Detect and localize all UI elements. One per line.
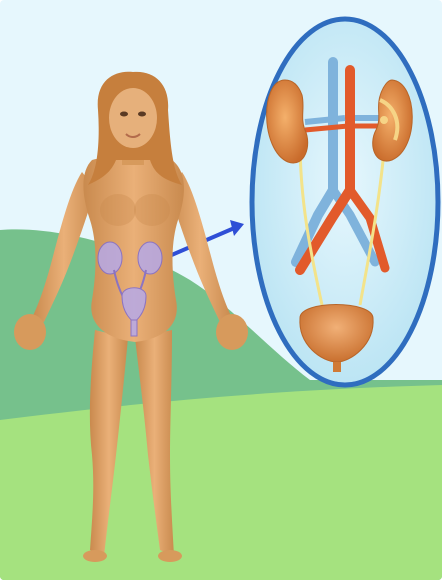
face <box>109 88 157 148</box>
light-hill <box>0 385 442 580</box>
